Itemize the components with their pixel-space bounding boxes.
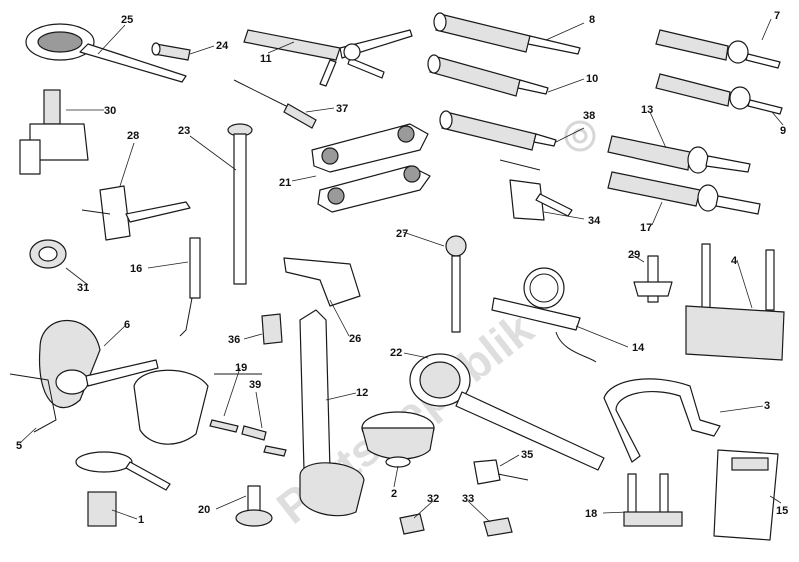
tool-13-drift [607, 135, 751, 174]
tool-19-pins [209, 373, 287, 457]
callout-28: 28 [127, 130, 139, 142]
callout-30: 30 [104, 105, 116, 117]
tool-12-holder [299, 309, 365, 517]
tool-4-fixture [685, 243, 785, 361]
callout-8: 8 [589, 14, 595, 26]
tool-17-drift [607, 171, 761, 215]
tool-15-tester [713, 449, 779, 541]
tool-34-clamp [499, 159, 573, 221]
callout-23: 23 [178, 125, 190, 137]
callout-25: 25 [121, 14, 133, 26]
callout-3: 3 [764, 400, 770, 412]
tool-9-drift [655, 73, 783, 115]
callout-21: 21 [279, 177, 291, 189]
callout-15: 15 [776, 505, 788, 517]
callout-1: 1 [138, 514, 144, 526]
tool-8-cylinder [433, 12, 581, 55]
callout-9: 9 [780, 125, 786, 137]
callout-12: 12 [356, 387, 368, 399]
callout-29: 29 [628, 249, 640, 261]
tool-37-probe [233, 79, 317, 129]
tool-support-block [133, 369, 209, 445]
callout-labels: 25 24 11 8 10 38 7 9 13 17 30 37 21 28 2… [16, 10, 788, 526]
callout-7: 7 [774, 10, 780, 22]
callout-26: 26 [349, 333, 361, 345]
tool-2-cup [361, 411, 435, 468]
tool-3-bent-handle [603, 378, 721, 463]
tool-38-cylinder [439, 110, 557, 151]
tool-30-holder [19, 89, 89, 175]
callout-6: 6 [124, 319, 130, 331]
callout-2: 2 [391, 488, 397, 500]
tool-35-fitting [473, 459, 529, 485]
callout-33: 33 [462, 493, 474, 505]
tool-31-ring [29, 239, 67, 269]
tool-7-drift [655, 29, 781, 69]
tool-16-rod [179, 237, 201, 337]
callout-4: 4 [731, 255, 738, 267]
callout-11: 11 [260, 53, 272, 65]
tool-20-locator [235, 485, 273, 527]
tool-23-rod [227, 123, 253, 285]
callout-17: 17 [640, 222, 652, 234]
tool-28-puller [81, 185, 191, 241]
tool-29-stand [633, 255, 673, 303]
tool-11-puller [243, 29, 413, 87]
callout-39: 39 [249, 379, 261, 391]
callout-31: 31 [77, 282, 89, 294]
tool-26-bracket [283, 257, 361, 307]
tool-10-cylinder [427, 54, 549, 97]
tool-24-pin [151, 42, 191, 61]
callout-35: 35 [521, 449, 533, 461]
tool-1-holder [75, 451, 171, 527]
callout-22: 22 [390, 347, 402, 359]
tool-21-bracket [311, 123, 431, 213]
callout-36: 36 [228, 334, 240, 346]
gear-watermark-icon [564, 120, 596, 152]
leader-lines [19, 18, 784, 523]
callout-18: 18 [585, 508, 597, 520]
callout-32: 32 [427, 493, 439, 505]
tool-6-degree-wheel [9, 319, 159, 433]
callout-20: 20 [198, 504, 210, 516]
callout-24: 24 [216, 40, 229, 52]
callout-14: 14 [632, 342, 645, 354]
callout-19: 19 [235, 362, 247, 374]
tool-27-dial-gauge [445, 235, 467, 333]
callout-27: 27 [396, 228, 408, 240]
callout-34: 34 [588, 215, 601, 227]
tool-22-wrench [409, 353, 605, 471]
callout-38: 38 [583, 110, 595, 122]
callout-5: 5 [16, 440, 22, 452]
callout-16: 16 [130, 263, 142, 275]
tool-32-bolt [399, 513, 425, 535]
tool-14-dial-gauge [491, 267, 597, 363]
callout-37: 37 [336, 103, 348, 115]
callout-13: 13 [641, 104, 653, 116]
tool-33-bolt [483, 517, 513, 537]
callout-10: 10 [586, 73, 598, 85]
tool-18-frame [623, 473, 683, 527]
tool-25-ring-spanner [25, 23, 187, 83]
tool-36-socket [261, 313, 283, 345]
